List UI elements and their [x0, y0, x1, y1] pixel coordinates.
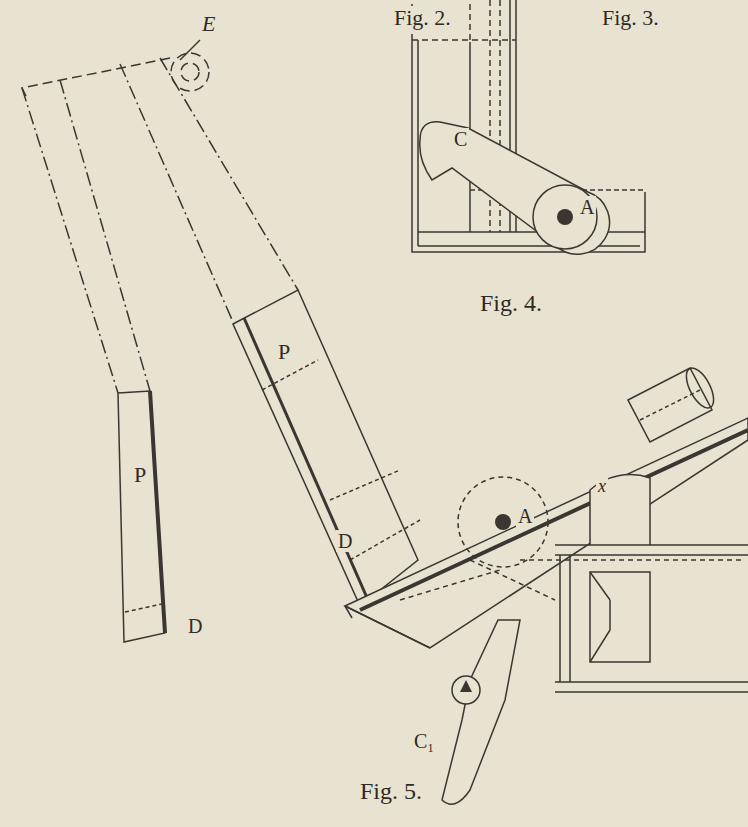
- part-label: E: [200, 12, 217, 36]
- fig5-lever: [442, 620, 520, 804]
- part-label: x: [596, 476, 608, 496]
- part-label: P: [132, 463, 148, 487]
- lever-bar-edge: [150, 391, 165, 633]
- part-label: C: [452, 128, 469, 150]
- lever-bar-edge: [244, 318, 368, 600]
- fig4-lever: [420, 122, 610, 254]
- figure-title: Fig. 2.: [392, 6, 453, 30]
- fig5-bearing: [628, 364, 719, 442]
- hidden-lines: [262, 360, 420, 560]
- figure-title: Fig. 4.: [478, 290, 544, 316]
- pivot: [495, 514, 511, 530]
- part-label: D: [336, 530, 354, 552]
- part-label: C₁: [412, 730, 436, 752]
- dash-dot-lines: [22, 58, 298, 393]
- fig5-quadrant: [590, 475, 650, 545]
- hidden-lines: [400, 477, 745, 600]
- lever-bar: [118, 391, 165, 642]
- hidden-line: [125, 604, 162, 612]
- part-label: A: [578, 196, 596, 218]
- lever-bar: [233, 290, 418, 606]
- fig5-ibeam: [555, 545, 748, 692]
- figure-title: Fig. 3.: [600, 6, 661, 30]
- part-label: P: [276, 340, 292, 364]
- part-label: D: [186, 615, 204, 637]
- figure-title: Fig. 5.: [358, 778, 424, 804]
- pointer-line: [180, 40, 200, 60]
- fig5-plate: [345, 418, 748, 648]
- part-label: A: [516, 505, 534, 527]
